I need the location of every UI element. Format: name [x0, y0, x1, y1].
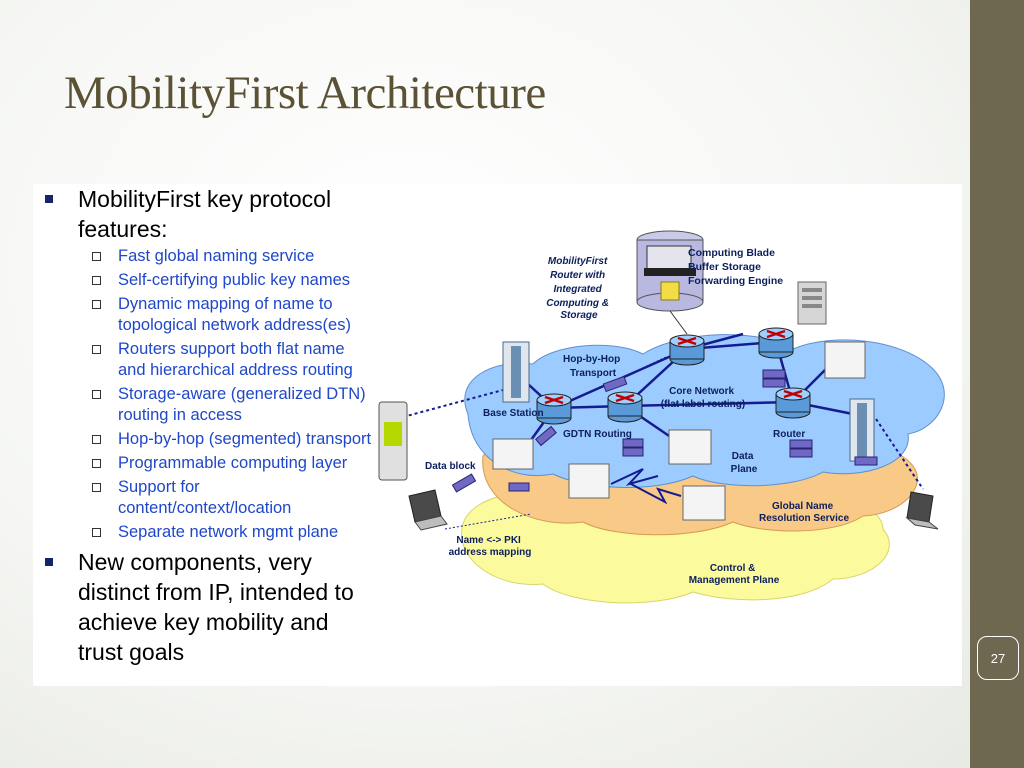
- core-network-label: Core Network (flat label routing): [661, 386, 745, 410]
- bullet-list: MobilityFirst key protocol features: Fas…: [43, 184, 413, 667]
- checkbox-bullet-icon: [92, 300, 101, 309]
- wireless-zigzag-2: [630, 483, 682, 505]
- blade-caption: Computing Blade Buffer Storage Forwardin…: [688, 247, 783, 287]
- router-label: Router: [773, 429, 805, 440]
- gnrs-label: Global Name Resolution Service: [759, 501, 849, 524]
- name-mapping-arrow: [444, 513, 532, 530]
- checkbox-bullet-icon: [92, 459, 101, 468]
- feature-item: Programmable computing layer: [43, 453, 413, 474]
- hop-by-hop-label: Hop-by-Hop Transport: [563, 354, 623, 379]
- right-tower-icon: [849, 398, 875, 462]
- callout-line: [616, 356, 667, 381]
- slide-title: MobilityFirst Architecture: [64, 67, 546, 119]
- checkbox-bullet-icon: [92, 276, 101, 285]
- computing-blade-icon: [636, 230, 704, 312]
- checkbox-bullet-icon: [92, 252, 101, 261]
- checkbox-bullet-icon: [92, 483, 101, 492]
- base-station-tower-icon: [502, 341, 530, 403]
- architecture-diagram: MobilityFirst Router with Integrated Com…: [378, 230, 945, 604]
- checkbox-bullet-icon: [92, 390, 101, 399]
- bullet-key-features: MobilityFirst key protocol features:: [43, 184, 413, 244]
- router-icons: [536, 327, 811, 425]
- page-number: 27: [990, 650, 1006, 666]
- feature-item: Hop-by-hop (segmented) transport: [43, 429, 413, 450]
- wireless-link-left: [402, 389, 504, 418]
- feature-item: Storage-aware (generalized DTN)routing i…: [43, 384, 413, 426]
- base-station-label: Base Station: [483, 408, 544, 419]
- content-panel: MobilityFirst Router with Integrated Com…: [33, 184, 962, 686]
- checkbox-bullet-icon: [92, 435, 101, 444]
- name-pki-label: Name <-> PKI address mapping: [449, 535, 532, 558]
- data-plane-label: Data Plane: [731, 451, 758, 475]
- access-point-icons: [492, 341, 866, 521]
- control-plane-label: Control & Management Plane: [689, 563, 780, 586]
- data-block-label: Data block: [425, 461, 476, 472]
- data-block-icons: [451, 369, 878, 493]
- feature-item: Separate network mgmt plane: [43, 522, 413, 543]
- checkbox-bullet-icon: [92, 528, 101, 537]
- square-bullet-icon: [45, 558, 53, 566]
- bullet-new-components: New components, very distinct from IP, i…: [43, 547, 413, 667]
- page-number-badge: 27: [977, 636, 1019, 680]
- core-network-cloud: [464, 334, 945, 489]
- laptop-icon-left: [408, 489, 448, 531]
- router-caption: MobilityFirst Router with Integrated Com…: [546, 256, 612, 321]
- square-bullet-icon: [45, 195, 53, 203]
- mobile-phone-icon: [378, 401, 408, 481]
- checkbox-bullet-icon: [92, 345, 101, 354]
- wireless-zigzag: [610, 468, 659, 486]
- feature-item: Fast global naming service: [43, 246, 413, 267]
- laptop-icon-right: [905, 491, 939, 530]
- gdtn-routing-label: GDTN Routing: [563, 429, 632, 440]
- feature-item: Self-certifying public key names: [43, 270, 413, 291]
- server-icon: [797, 281, 827, 325]
- feature-sublist: Fast global naming service Self-certifyi…: [43, 246, 413, 543]
- wireless-link-right: [875, 418, 924, 490]
